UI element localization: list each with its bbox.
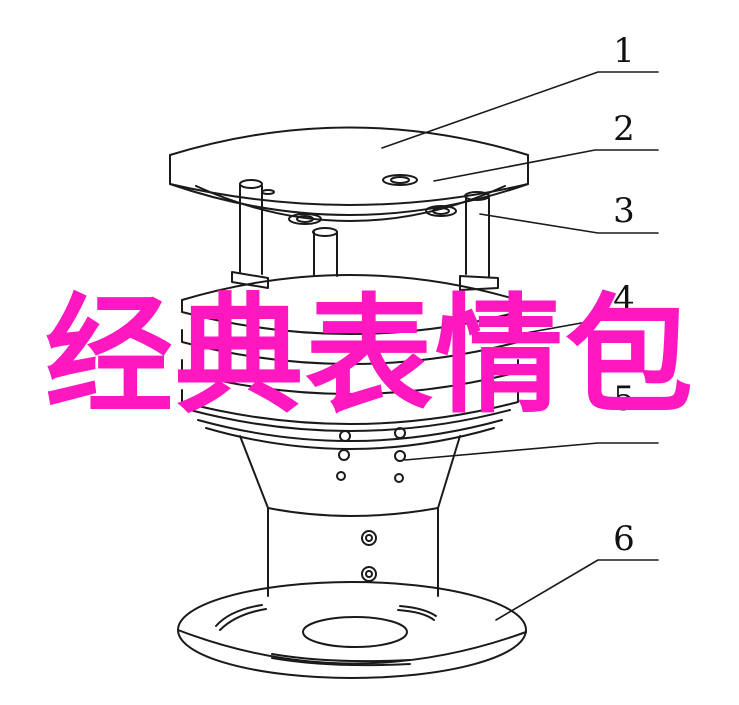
top-cap: [169, 126, 529, 222]
overlay-title: 经典表情包: [44, 282, 695, 431]
cap-holes: [261, 174, 457, 225]
callout-leaders: [381, 71, 659, 621]
base-flange: [177, 581, 527, 679]
callout-2: 2: [613, 109, 635, 149]
callout-6: 6: [613, 519, 635, 559]
callout-4: 4: [613, 279, 635, 319]
callout-1: 1: [613, 31, 635, 71]
louvered-shield: [181, 274, 519, 450]
callout-3: 3: [613, 191, 635, 231]
cylinder-body: [267, 507, 439, 597]
tapered-housing: [239, 427, 461, 517]
callout-5: 5: [613, 379, 635, 419]
